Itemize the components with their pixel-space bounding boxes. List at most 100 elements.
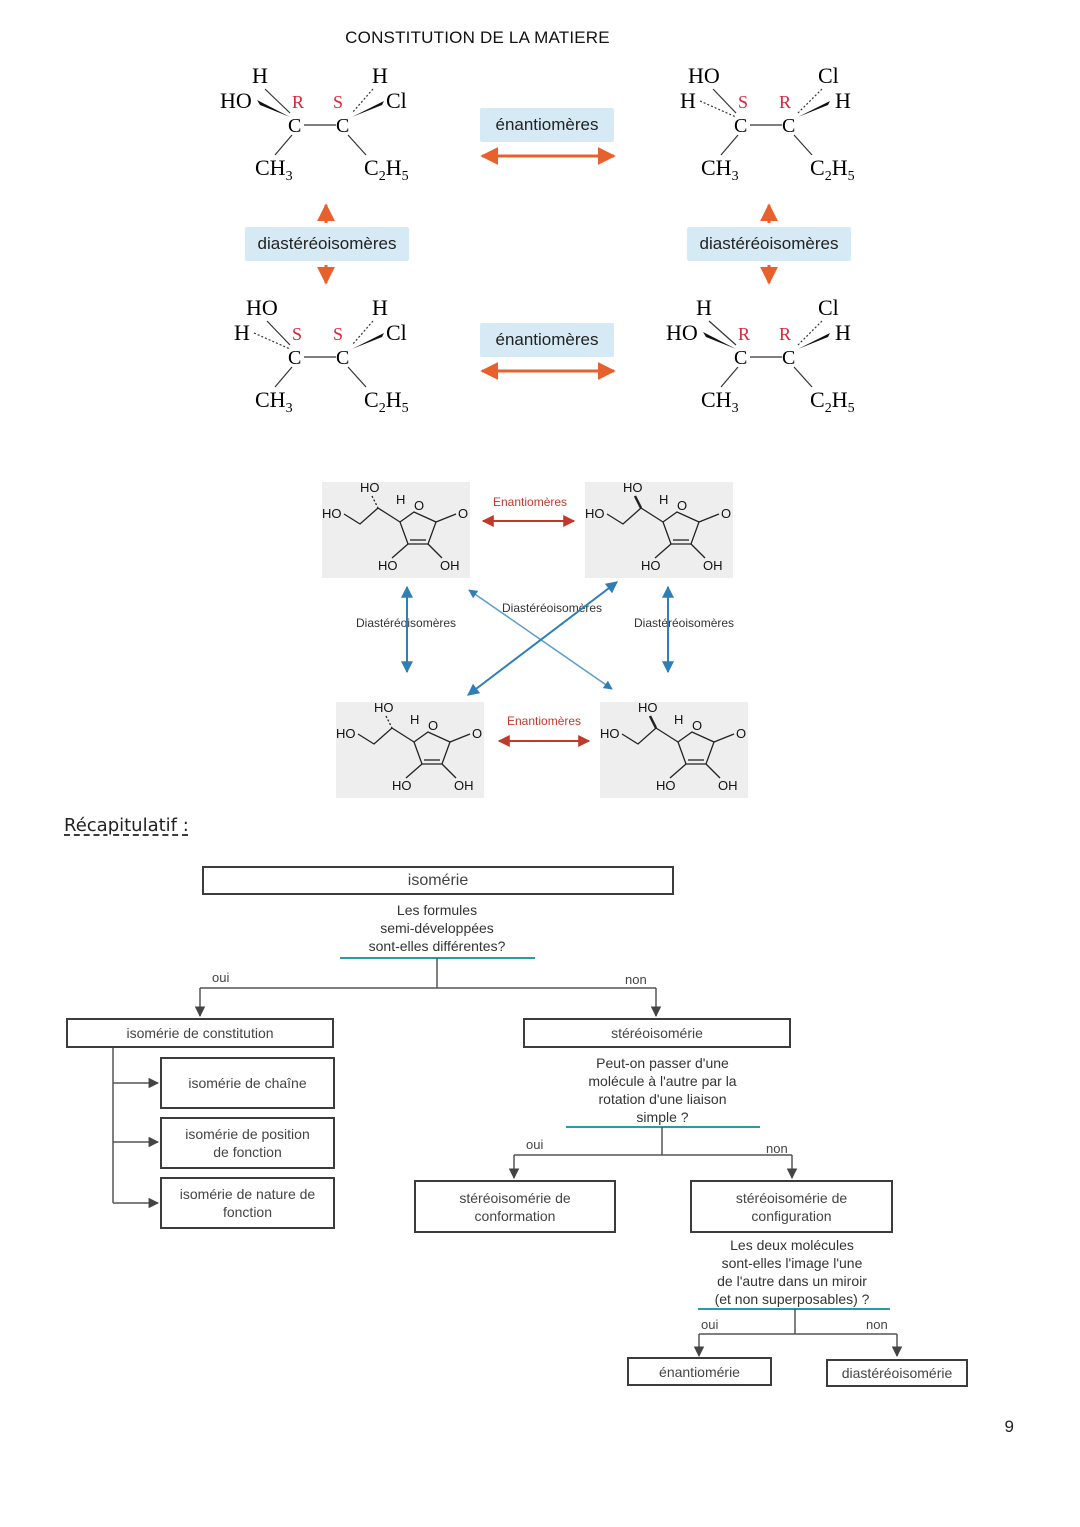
atom-c: C: [782, 115, 795, 137]
branch-non-2: non: [766, 1141, 788, 1156]
svg-text:C2H5: C2H5: [364, 155, 409, 184]
svg-text:O: O: [414, 498, 424, 513]
svg-text:HO: HO: [585, 506, 605, 521]
branch-non-1: non: [625, 972, 647, 987]
box-enantiomerie: énantiomérie: [627, 1357, 772, 1386]
svg-text:O: O: [458, 506, 468, 521]
svg-text:OH: OH: [703, 558, 723, 573]
label-enantiomeres-bottom: énantiomères: [480, 323, 614, 357]
svg-text:HO: HO: [656, 778, 676, 793]
svg-text:C2H5: C2H5: [810, 155, 855, 184]
atom-cl: Cl: [818, 63, 839, 88]
molecule-ascorbic-4: HO HO H O O HO OH: [600, 700, 748, 798]
atom-c: C: [734, 347, 747, 369]
descriptor-s: S: [738, 92, 748, 112]
atom-cl: Cl: [386, 320, 407, 345]
label-enantiomeres-2: Enantiomères: [507, 714, 581, 728]
atom-h: H: [252, 63, 268, 88]
svg-text:H: H: [674, 712, 683, 727]
atom-c: C: [336, 115, 349, 137]
svg-text:H: H: [410, 712, 419, 727]
ascorbic-figure: HO HO H O O HO OH HO HO H O O HO OH: [322, 480, 748, 798]
svg-text:OH: OH: [440, 558, 460, 573]
label-enantiomeres-1: Enantiomères: [493, 495, 567, 509]
label-diastereo-left: diastéréoisomères: [245, 227, 409, 261]
svg-text:C2H5: C2H5: [364, 387, 409, 416]
svg-text:HO: HO: [360, 480, 380, 495]
descriptor-s: S: [333, 324, 343, 344]
box-isomerie-chaine: isomérie de chaîne: [160, 1057, 335, 1109]
svg-text:OH: OH: [718, 778, 738, 793]
svg-text:HO: HO: [623, 480, 643, 495]
molecule-bottom-left: HO H S S H Cl C C CH3 C2H5: [234, 295, 409, 416]
branch-oui-3: oui: [701, 1317, 719, 1332]
atom-c: C: [336, 347, 349, 369]
box-diastereoisomerie: diastéréoisomérie: [826, 1359, 968, 1387]
atom-c: C: [734, 115, 747, 137]
atom-c: C: [782, 347, 795, 369]
svg-text:CH3: CH3: [701, 155, 739, 184]
molecule-ascorbic-3: HO HO H O O HO OH: [336, 700, 484, 798]
atom-c: C: [288, 347, 301, 369]
svg-text:O: O: [692, 718, 702, 733]
box-isomerie: isomérie: [202, 866, 674, 895]
page-title: CONSTITUTION DE LA MATIERE: [345, 28, 610, 47]
molecule-ascorbic-2: HO HO H O O HO OH: [585, 480, 733, 578]
svg-text:HO: HO: [600, 726, 620, 741]
recap-title: Récapitulatif :: [64, 815, 189, 836]
page-number: 9: [1004, 1417, 1014, 1436]
label-enantiomeres-top: énantiomères: [480, 108, 614, 142]
atom-h: H: [835, 88, 851, 113]
diastereo-arrow-diag-2: [467, 581, 618, 696]
molecule-top-left: H HO R S H Cl C C CH3 C2H5: [220, 63, 409, 184]
svg-text:O: O: [677, 498, 687, 513]
svg-text:CH3: CH3: [255, 387, 293, 416]
branch-non-3: non: [866, 1317, 888, 1332]
svg-text:CH3: CH3: [255, 155, 293, 184]
svg-text:C2H5: C2H5: [810, 387, 855, 416]
atom-h: H: [372, 63, 388, 88]
label-diastereo-right: diastéréoisomères: [687, 227, 851, 261]
svg-text:HO: HO: [638, 700, 658, 715]
descriptor-s: S: [292, 324, 302, 344]
stereo-figure: H HO R S H Cl C C CH3 C2H5 HO H S R Cl H…: [220, 63, 855, 416]
svg-text:O: O: [721, 506, 731, 521]
svg-text:HO: HO: [392, 778, 412, 793]
atom-h: H: [680, 88, 696, 113]
svg-text:O: O: [472, 726, 482, 741]
svg-text:H: H: [396, 492, 405, 507]
atom-h: H: [696, 295, 712, 320]
atom-ho: HO: [220, 88, 252, 113]
svg-text:HO: HO: [641, 558, 661, 573]
svg-text:OH: OH: [454, 778, 474, 793]
atom-ho: HO: [688, 63, 720, 88]
atom-cl: Cl: [386, 88, 407, 113]
molecule-ascorbic-1: HO HO H O O HO OH: [322, 480, 470, 578]
atom-ho: HO: [246, 295, 278, 320]
box-isomerie-constitution: isomérie de constitution: [66, 1018, 334, 1048]
svg-text:CH3: CH3: [701, 387, 739, 416]
atom-ho: HO: [666, 320, 698, 345]
descriptor-r: R: [779, 324, 791, 344]
box-stereoisomerie: stéréoisomérie: [523, 1018, 791, 1048]
branch-oui-2: oui: [526, 1137, 544, 1152]
descriptor-r: R: [292, 92, 304, 112]
descriptor-r: R: [779, 92, 791, 112]
svg-text:H: H: [659, 492, 668, 507]
atom-h: H: [835, 320, 851, 345]
atom-cl: Cl: [818, 295, 839, 320]
svg-text:HO: HO: [336, 726, 356, 741]
label-diastereoisomeres-right: Diastéréoisomères: [634, 616, 734, 630]
atom-c: C: [288, 115, 301, 137]
svg-text:O: O: [736, 726, 746, 741]
svg-text:O: O: [428, 718, 438, 733]
svg-text:HO: HO: [322, 506, 342, 521]
molecule-bottom-right: H HO R R Cl H C C CH3 C2H5: [666, 295, 855, 416]
svg-text:HO: HO: [374, 700, 394, 715]
